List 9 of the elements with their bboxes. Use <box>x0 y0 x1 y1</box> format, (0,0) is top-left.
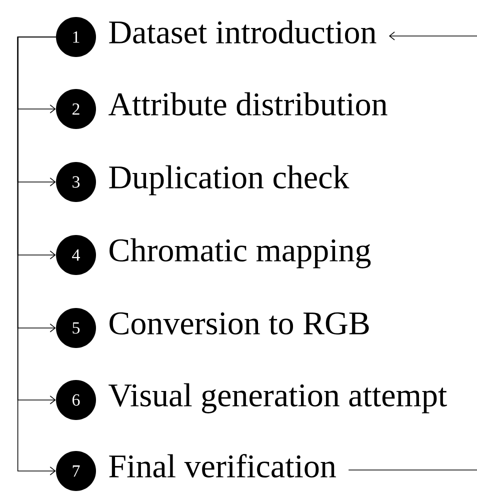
step-label: Duplication check <box>109 165 350 196</box>
incoming-arrow <box>388 32 477 40</box>
step-label: Dataset introduction <box>109 20 376 44</box>
step-label: Chromatic mapping <box>110 238 371 268</box>
step-label: Conversion to RGB <box>110 312 369 335</box>
step-label: Visual generation attempt <box>108 383 447 414</box>
connector-arrow <box>17 36 56 476</box>
step-label: Final verification <box>109 454 336 478</box>
step-label: Attribute distribution <box>108 92 388 116</box>
